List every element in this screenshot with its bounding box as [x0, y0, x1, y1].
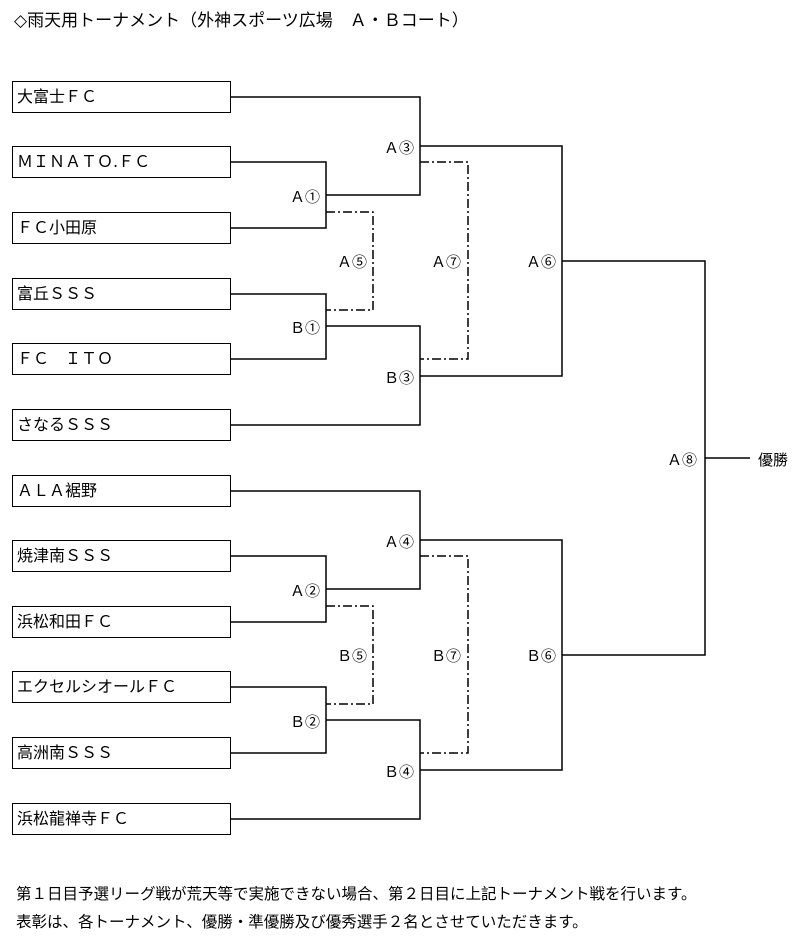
match-label-b7: Ｂ⑦ [431, 647, 462, 665]
bracket-dashed-line [420, 555, 469, 754]
team-box: 浜松和田ＦＣ [12, 606, 231, 638]
team-box: ＡＬＡ裾野 [12, 475, 231, 507]
team-box: ＦＣ小田原 [12, 212, 231, 244]
team-box: 焼津南ＳＳＳ [12, 540, 231, 572]
footer-note: 表彰は、各トーナメント、優勝・準優勝及び優秀選手２名とさせていただきます。 [16, 913, 588, 931]
match-label-a7: Ａ⑦ [431, 253, 462, 271]
match-label-a2: Ａ② [290, 582, 321, 600]
page-title: ◇雨天用トーナメント（外神スポーツ広場 Ａ・Ｂコート） [14, 11, 469, 31]
team-box: 大富士ＦＣ [12, 81, 231, 113]
match-label-a4: Ａ④ [384, 533, 415, 551]
team-box: エクセルシオールＦＣ [12, 671, 231, 703]
winner-label: 優勝 [758, 451, 789, 469]
match-label-b1: Ｂ① [290, 319, 321, 337]
match-label-a8: Ａ⑧ [667, 451, 698, 469]
bracket-dashed-line [420, 161, 469, 360]
match-label-b6: Ｂ⑥ [526, 647, 557, 665]
match-label-a5: Ａ⑤ [337, 253, 368, 271]
team-box: 高洲南ＳＳＳ [12, 737, 231, 769]
team-box: 浜松龍禅寺ＦＣ [12, 803, 231, 835]
match-label-a6: Ａ⑥ [526, 253, 557, 271]
match-label-a3: Ａ③ [384, 139, 415, 157]
match-label-a1: Ａ① [290, 188, 321, 206]
footer-note: 第１日目予選リーグ戦が荒天等で実施できない場合、第２日目に上記トーナメント戦を行… [16, 885, 697, 903]
team-box: さなるＳＳＳ [12, 409, 231, 441]
match-label-b4: Ｂ④ [384, 763, 415, 781]
match-label-b2: Ｂ② [290, 713, 321, 731]
team-box: ＦＣ ＩＴＯ [12, 343, 231, 375]
bracket-dashed-line [326, 605, 374, 705]
bracket-dashed-line [326, 211, 374, 311]
team-box: ＭＩＮＡＴＯ.ＦＣ [12, 146, 231, 178]
match-label-b5: Ｂ⑤ [337, 647, 368, 665]
match-label-b3: Ｂ③ [384, 369, 415, 387]
team-box: 富丘ＳＳＳ [12, 278, 231, 310]
